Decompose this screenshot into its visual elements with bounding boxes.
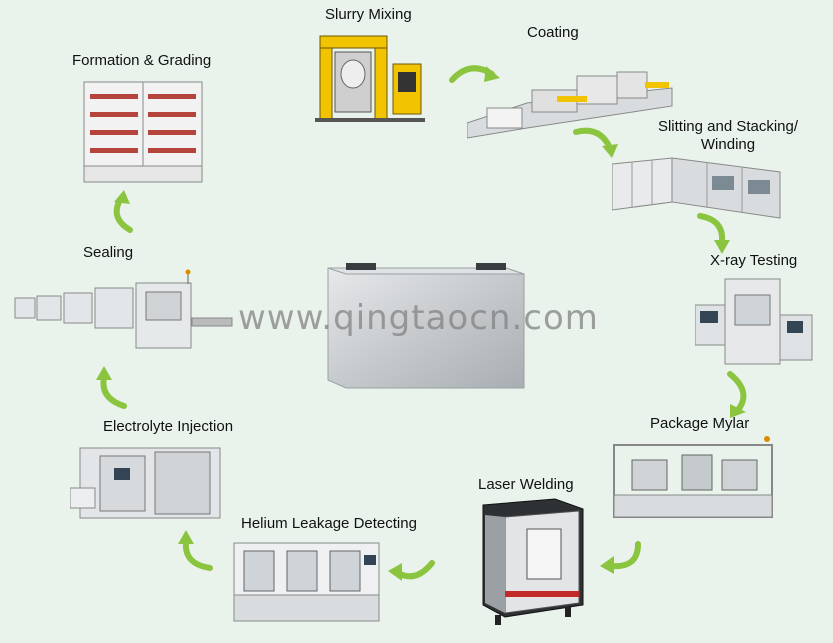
xray-label: X-ray Testing [710,252,798,269]
arrow-coating-to-slitting-icon [573,127,618,158]
arrow-slitting-to-xray-icon [697,213,730,254]
arrow-xray-to-mylar-icon [727,371,747,418]
package-mylar-label: Package Mylar [650,415,750,432]
slitting-winding-machine-image [612,157,781,219]
slurry-mixing-label: Slurry Mixing [325,6,412,23]
electrolyte-label: Electrolyte Injection [103,418,234,435]
electrolyte-injection-machine-image [70,447,221,519]
watermark-text: www.qingtaocn.com [238,298,599,338]
helium-detecting-machine-image [233,542,380,622]
slitting-label: Slitting and Stacking/ Winding [657,118,799,153]
arrow-mixing-to-coating-icon [449,65,500,83]
laser-welding-machine-image [482,498,584,625]
arrow-mylar-to-laser-icon [600,541,641,574]
formation-grading-cabinet-image [83,81,203,183]
arrow-laser-to-helium-icon [388,560,435,581]
arrow-helium-to-electrolyte-icon [178,530,213,571]
coating-machine-image [467,71,673,139]
sealing-machine-image [14,269,233,349]
laser-welding-label: Laser Welding [478,476,574,493]
helium-label: Helium Leakage Detecting [241,515,417,532]
xray-testing-machine-image [695,278,813,365]
sealing-label: Sealing [83,244,134,261]
coating-label: Coating [527,24,579,41]
arrow-sealing-to-formation-icon [113,190,133,233]
slurry-mixer-image [315,35,425,122]
formation-label: Formation & Grading [72,52,212,69]
prismatic-battery-cell-image [327,263,525,389]
package-mylar-machine-image [613,436,773,518]
arrow-electrolyte-to-sealing-icon [96,366,127,409]
